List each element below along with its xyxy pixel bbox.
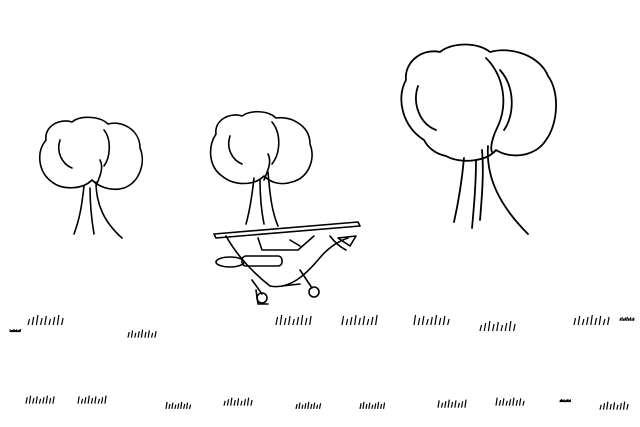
grass-tuft — [599, 401, 629, 410]
propeller-icon — [215, 256, 245, 268]
tree-right-canopy — [400, 43, 557, 162]
airplane-engine — [241, 255, 283, 267]
airplane-cockpit — [257, 235, 315, 251]
tree-left-canopy-inner — [57, 129, 111, 187]
airplane-wheel-left-detail — [255, 289, 269, 305]
airplane-wheel-right — [308, 286, 320, 298]
grass-tuft — [9, 329, 22, 333]
grass-tuft — [495, 397, 525, 406]
tree-middle — [209, 110, 313, 227]
tree-left-canopy — [39, 116, 144, 191]
airplane-wing — [213, 221, 361, 239]
grass-tuft — [77, 395, 107, 404]
tree-left — [39, 116, 144, 239]
grass-tuft — [619, 316, 635, 321]
grass-tuft — [27, 314, 64, 326]
airplane-struts — [251, 269, 313, 295]
tree-right-trunk — [453, 145, 529, 235]
grass-tuft — [359, 401, 386, 410]
grass-tuft — [127, 329, 157, 338]
tree-right-canopy-inner — [415, 57, 513, 153]
tree-middle-canopy-inner — [227, 121, 280, 181]
grass-tuft — [437, 399, 467, 408]
grass-tuft — [341, 314, 378, 326]
grass-field — [9, 314, 635, 410]
grass-tuft — [413, 314, 450, 326]
grass-tuft — [25, 395, 55, 404]
grass-tuft — [295, 401, 322, 410]
airplane — [213, 221, 361, 305]
grass-tuft — [165, 401, 192, 410]
tree-middle-canopy — [209, 110, 313, 185]
tree-middle-trunk — [245, 171, 279, 227]
tree-right — [400, 43, 557, 235]
grass-tuft — [275, 314, 312, 326]
grass-tuft — [573, 314, 610, 326]
grass-tuft — [479, 320, 516, 332]
grass-tuft — [559, 399, 572, 403]
tree-left-trunk — [73, 181, 123, 239]
grass-tuft — [223, 397, 253, 406]
airplane-tail — [329, 235, 357, 251]
